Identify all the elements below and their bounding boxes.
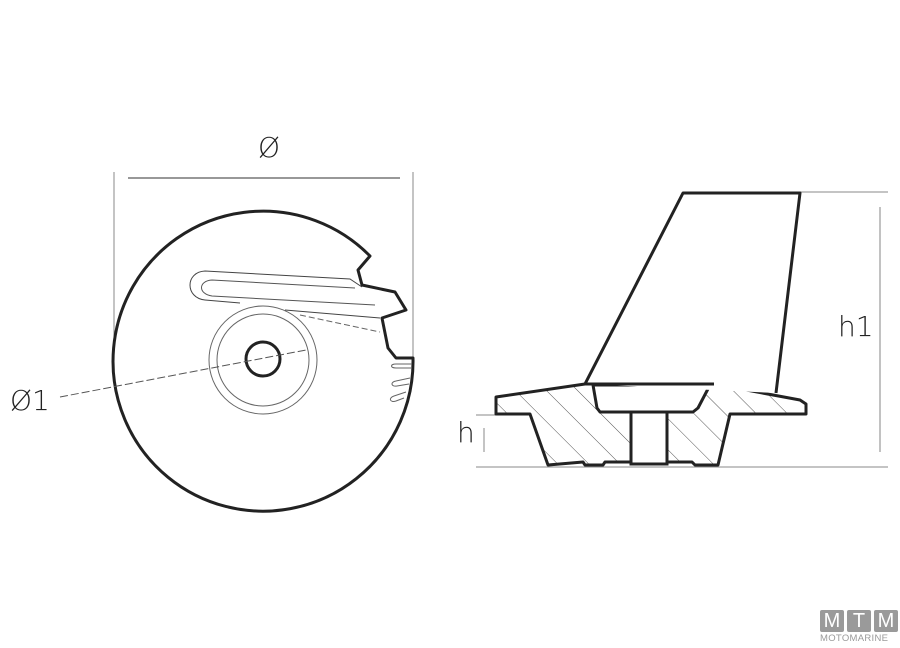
total-height-label: h1 <box>838 310 874 343</box>
fin-outline <box>583 191 802 394</box>
logo-letter-t: T <box>847 610 871 632</box>
inner-diameter-label: Ø1 <box>10 384 50 417</box>
logo-letter-m2: M <box>874 610 898 632</box>
center-pin-hole <box>629 410 669 466</box>
slot-inner <box>201 279 376 306</box>
front-view <box>59 172 415 513</box>
base-height-label: h <box>457 416 475 449</box>
logo-letters: M T M <box>820 610 900 632</box>
slot-outline <box>189 270 381 319</box>
rib-groove-3 <box>389 391 407 402</box>
logo-letter-m1: M <box>820 610 844 632</box>
logo-wordmark: MOTOMARINE <box>820 633 889 644</box>
center-hole <box>244 340 282 378</box>
motomarine-logo: M T M MOTOMARINE <box>820 610 900 646</box>
slot-dashed <box>299 314 381 333</box>
rib-groove-2 <box>391 377 411 387</box>
disc-outline <box>111 209 415 513</box>
inner-ring <box>216 313 310 407</box>
rib-groove-1 <box>391 363 412 369</box>
diameter-label: Ø <box>258 131 281 164</box>
inner-diameter-leader <box>59 349 307 398</box>
side-section-view <box>476 191 888 468</box>
outer-ring <box>208 305 318 415</box>
